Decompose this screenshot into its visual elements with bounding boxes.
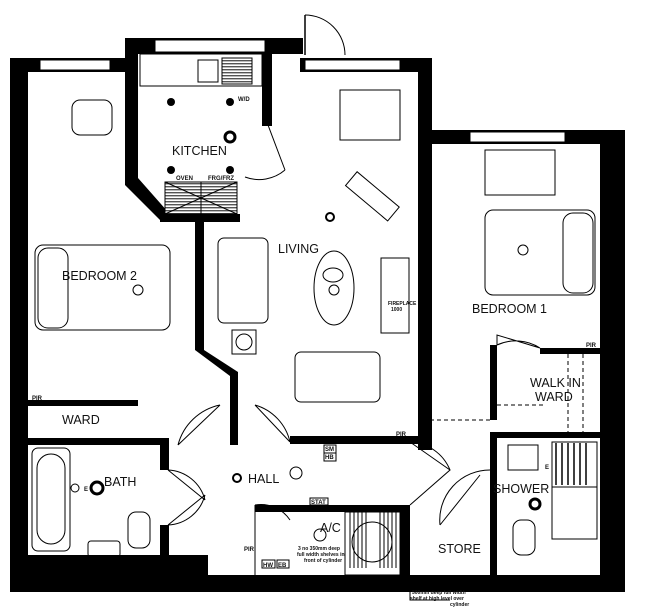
pir-label-walk-in-ward: PIR: [586, 343, 597, 349]
room-labels: KITCHEN LIVING BEDROOM 2 BEDROOM 1 WALK …: [62, 144, 581, 556]
room-label-bedroom2: BEDROOM 2: [62, 269, 137, 283]
shower-tray: [551, 486, 598, 540]
shower-fittings: [507, 441, 598, 556]
toilet: [127, 511, 151, 549]
bath-fittings: [31, 447, 151, 558]
bed-bedroom1: [484, 209, 596, 296]
desk: [484, 149, 556, 196]
fireplace: [380, 257, 410, 334]
shelves-note-1: 3 no 350mm deep: [298, 546, 340, 552]
cylinder: [351, 521, 393, 563]
sm-label: SM: [325, 447, 334, 453]
basin: [87, 540, 121, 558]
pir-label-ward: PIR: [32, 396, 43, 402]
bathtub: [31, 447, 71, 552]
hb-label: HB: [325, 455, 334, 461]
bed-bedroom2: [34, 244, 171, 331]
room-label-ward: WARD: [62, 413, 100, 427]
room-label-shower: SHOWER: [493, 482, 549, 496]
balcony-door-swing: [304, 14, 346, 56]
chair: [71, 99, 113, 136]
stat-label: STAT: [311, 500, 326, 506]
room-label-store: STORE: [438, 542, 481, 556]
room-label-walk-in-ward-1: WALK IN: [530, 376, 581, 390]
room-label-walk-in-ward-2: WARD: [535, 390, 573, 404]
e-label-shower: E: [545, 465, 549, 471]
high-shelf-note-1: 500mm deep full width: [412, 590, 466, 596]
internal-walls: [28, 54, 600, 575]
high-shelf-note-3: cylinder: [450, 602, 469, 607]
window-bedroom2: [39, 59, 111, 71]
window-kitchen: [154, 39, 266, 53]
high-shelf-note-2: shelf at high level over: [410, 596, 464, 602]
room-label-kitchen: KITCHEN: [172, 144, 227, 158]
e-label-bath: E: [84, 487, 88, 493]
cylinder-cupboard: [344, 511, 450, 601]
windows: [39, 39, 566, 143]
wd-label: W/D: [238, 97, 250, 103]
room-label-ac: A/C: [320, 521, 341, 535]
room-label-bath: BATH: [104, 475, 136, 489]
hw-label: HW: [263, 563, 273, 569]
annotations: W/D OVEN FRG/FRZ FIREPLACE 1000 PIR PIR …: [32, 97, 597, 607]
room-label-bedroom1: BEDROOM 1: [472, 302, 547, 316]
room-label-living: LIVING: [278, 242, 319, 256]
sink: [197, 59, 219, 83]
room-label-hall: HALL: [248, 472, 279, 486]
fireplace-size-label: 1000: [391, 307, 402, 313]
pir-label-hall: PIR: [244, 547, 255, 553]
sofa-2: [294, 351, 381, 403]
sofa: [217, 237, 269, 324]
pir-label-living: PIR: [396, 432, 407, 438]
oven-label: OVEN: [176, 176, 193, 182]
fridge-freezer-label: FRG/FRZ: [208, 176, 234, 182]
shelves-note-2: full width shelves in: [297, 552, 345, 558]
bedroom-furniture: [34, 99, 596, 421]
door-swings: [167, 334, 541, 575]
eb-label: EB: [278, 563, 287, 569]
kitchen-units: [139, 53, 286, 215]
window-living: [304, 59, 401, 71]
fireplace-label: FIREPLACE: [388, 301, 417, 307]
living-furniture: [217, 89, 410, 403]
drainer: [221, 57, 253, 85]
window-bedroom1: [469, 131, 566, 143]
coffee-table: [313, 250, 355, 326]
shower-toilet: [512, 519, 536, 556]
shower-basin: [507, 444, 539, 471]
shelves-note-3: front of cylinder: [304, 558, 342, 564]
